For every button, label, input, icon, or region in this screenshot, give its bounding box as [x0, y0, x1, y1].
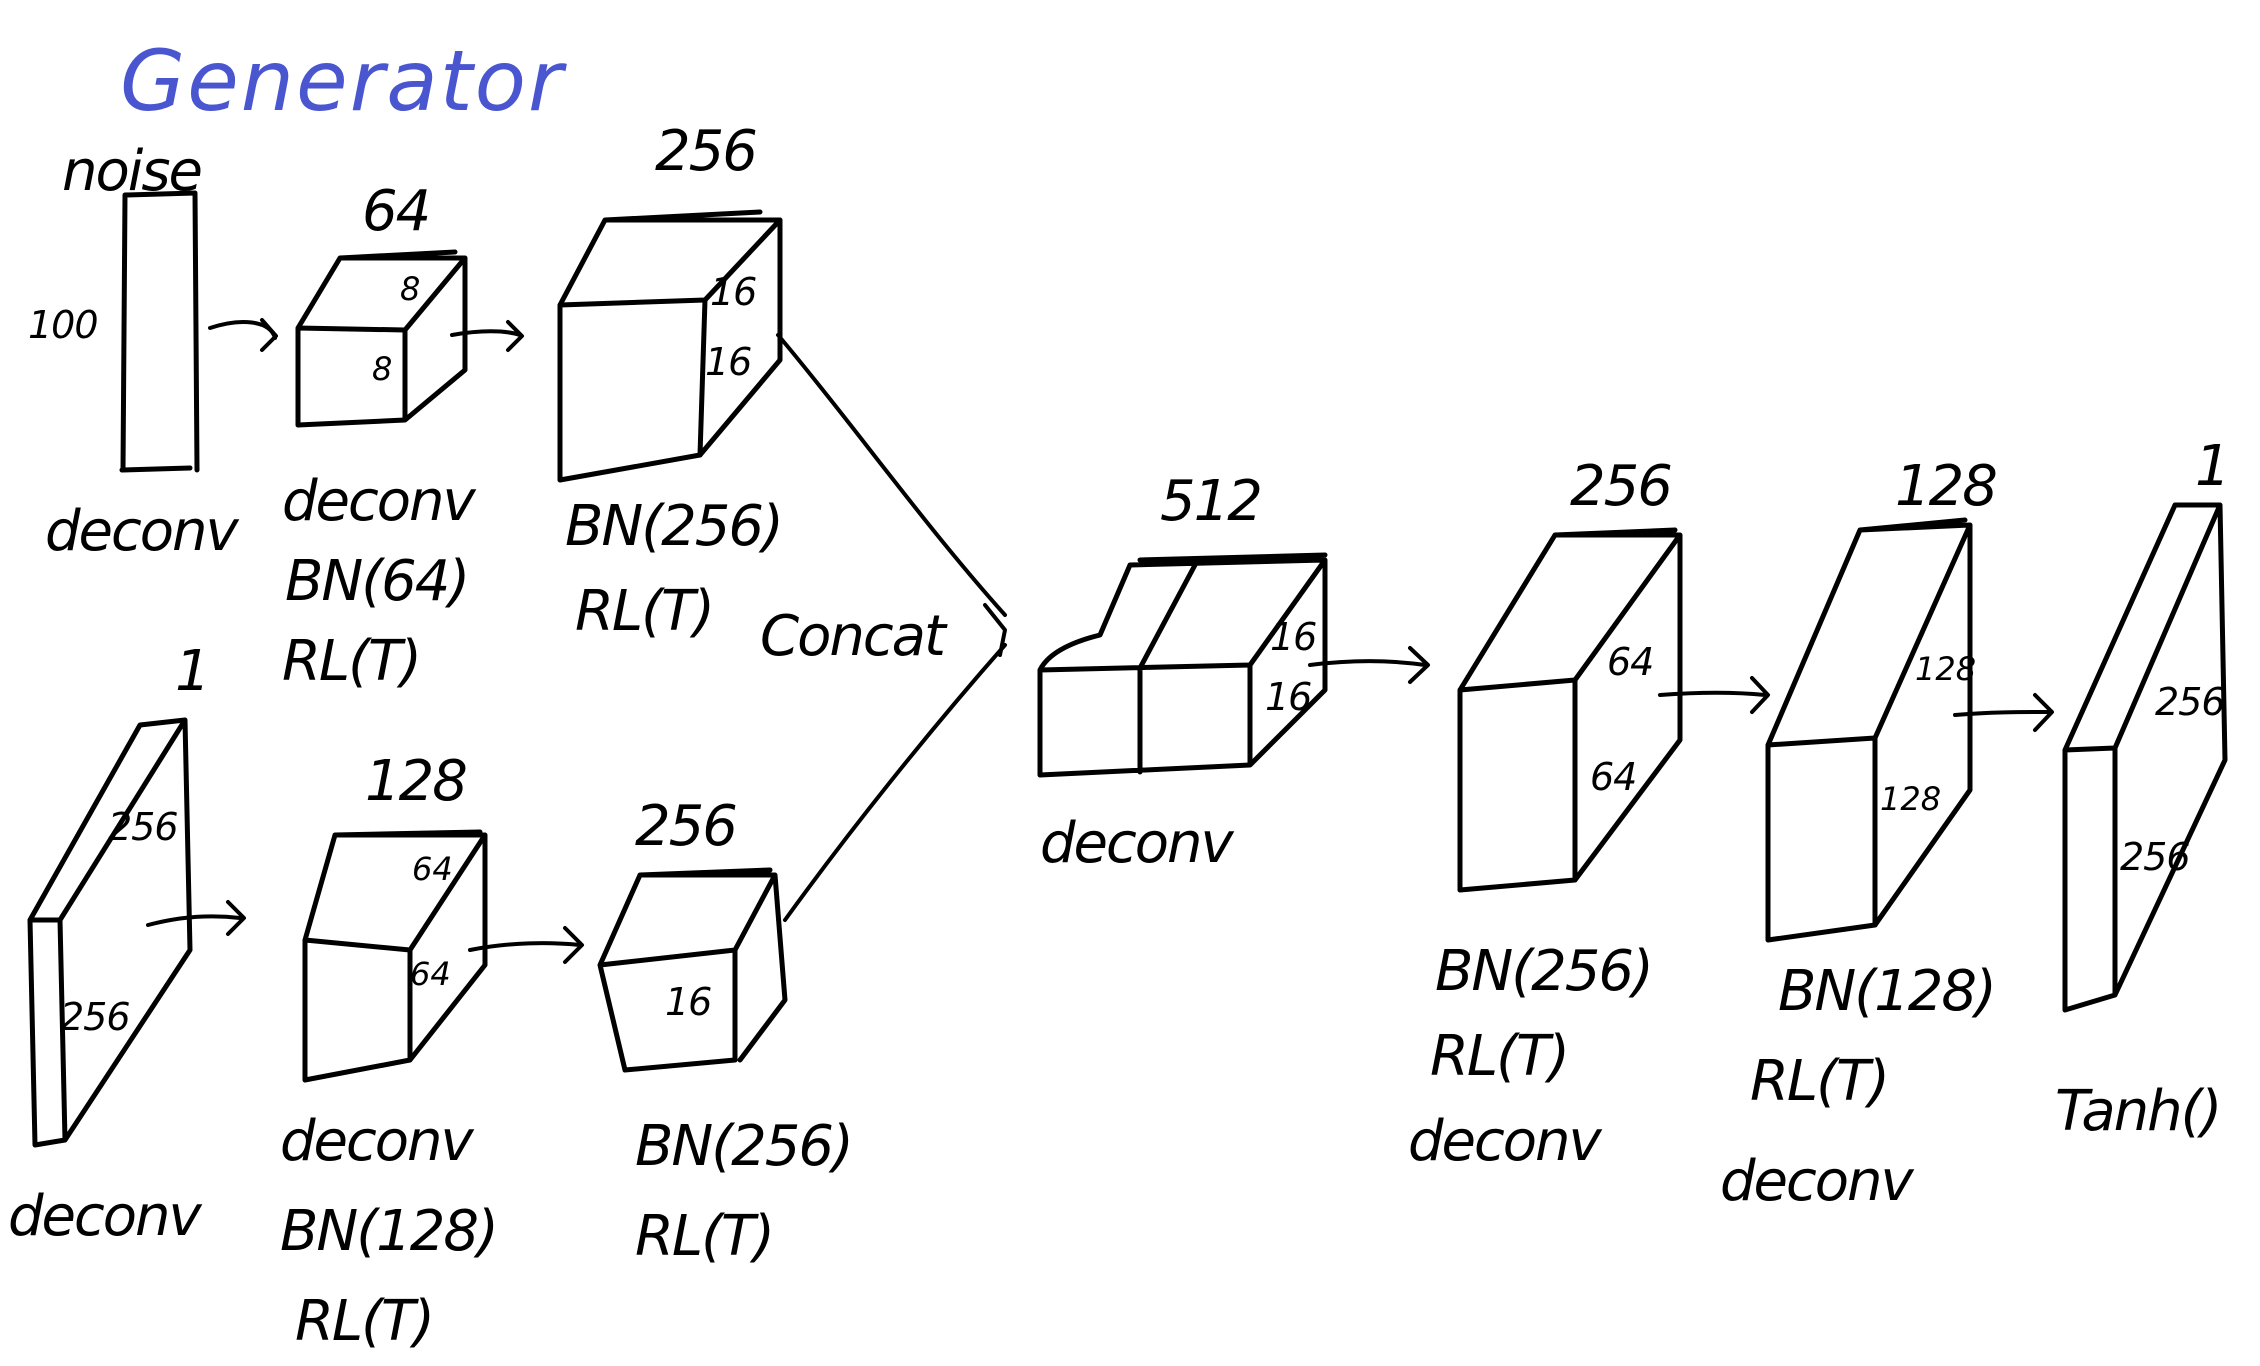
- arrow-up2-to-output: [1953, 693, 2054, 732]
- image-block2-height: 16: [665, 980, 711, 1024]
- noise-block2-height: 16: [705, 340, 751, 384]
- diagram-title: Generator: [120, 32, 567, 130]
- up1-channels: 256: [1570, 454, 1671, 519]
- concat-label: Concat: [760, 604, 948, 669]
- noise-block1-op-3: RL(T): [282, 629, 420, 694]
- image-block2-op-1: BN(256): [635, 1114, 852, 1179]
- arrow-image-to-block1: [146, 900, 246, 936]
- output-slab: [2062, 502, 2228, 1013]
- merged-height: 16: [1265, 675, 1311, 719]
- noise-op-label: deconv: [45, 499, 240, 564]
- arrow-noise-to-block1: [208, 318, 278, 352]
- merged-op: deconv: [1040, 811, 1235, 876]
- up1-width: 64: [1607, 640, 1653, 684]
- up1-height: 64: [1590, 755, 1636, 799]
- image-block1-channels: 128: [365, 749, 466, 814]
- concat-connector-bottom: [783, 643, 1007, 922]
- image-block1-height: 64: [410, 955, 451, 993]
- output-width: 256: [2155, 680, 2225, 724]
- up1-op-2: RL(T): [1430, 1024, 1568, 1089]
- noise-block2-op-2: RL(T): [575, 579, 713, 644]
- up1-cube: [1457, 527, 1683, 893]
- noise-label: noise: [62, 139, 201, 204]
- arrow-noise-block1-to-block2: [450, 320, 524, 352]
- image-block2-channels: 256: [635, 794, 736, 859]
- image-block2-op-2: RL(T): [635, 1204, 773, 1269]
- noise-block1-op-2: BN(64): [285, 549, 468, 614]
- image-block2-cube: [597, 867, 788, 1073]
- output-op: Tanh(): [2055, 1079, 2220, 1144]
- noise-block1-channels: 64: [362, 179, 429, 244]
- output-height: 256: [2120, 835, 2190, 879]
- concat-arrowhead: [983, 603, 1007, 657]
- noise-block2-op-1: BN(256): [565, 494, 782, 559]
- noise-block2-width: 16: [710, 270, 756, 314]
- output-channels: 1: [2195, 434, 2229, 499]
- merged-channels: 512: [1160, 469, 1261, 534]
- image-input-width: 256: [108, 805, 178, 849]
- image-input-op: deconv: [8, 1184, 203, 1249]
- image-block1-op-2: BN(128): [280, 1199, 497, 1264]
- up2-op-3: deconv: [1720, 1149, 1915, 1214]
- arrow-image-block1-to-block2: [468, 926, 584, 964]
- merged-width: 16: [1270, 615, 1316, 659]
- up2-channels: 128: [1895, 454, 1996, 519]
- noise-block2-channels: 256: [655, 119, 756, 184]
- noise-block1-width: 8: [400, 270, 420, 308]
- noise-vector-block: [119, 190, 200, 473]
- image-block1-width: 64: [412, 850, 453, 888]
- concat-connector-top: [776, 333, 1007, 617]
- up2-op-2: RL(T): [1750, 1049, 1888, 1114]
- up2-op-1: BN(128): [1778, 959, 1995, 1024]
- up2-width: 128: [1915, 650, 1976, 688]
- noise-size-label: 100: [28, 303, 98, 347]
- image-input-slab: [27, 717, 193, 1148]
- image-block1-op-1: deconv: [280, 1109, 475, 1174]
- noise-block1-cube: [295, 249, 468, 428]
- arrow-up1-to-up2: [1658, 676, 1770, 714]
- merged-cube: [1037, 552, 1328, 778]
- image-block1-cube: [302, 829, 488, 1083]
- image-input-channels: 1: [175, 639, 209, 704]
- arrow-merged-to-up1: [1308, 646, 1430, 684]
- up2-height: 128: [1880, 780, 1941, 818]
- noise-block1-height: 8: [372, 350, 392, 388]
- up1-op-3: deconv: [1408, 1109, 1603, 1174]
- noise-block1-op-1: deconv: [282, 469, 477, 534]
- up2-cube: [1765, 517, 1973, 943]
- noise-block2-cube: [557, 209, 783, 483]
- image-block1-op-3: RL(T): [295, 1289, 433, 1354]
- image-input-height: 256: [60, 995, 130, 1039]
- up1-op-1: BN(256): [1435, 939, 1652, 1004]
